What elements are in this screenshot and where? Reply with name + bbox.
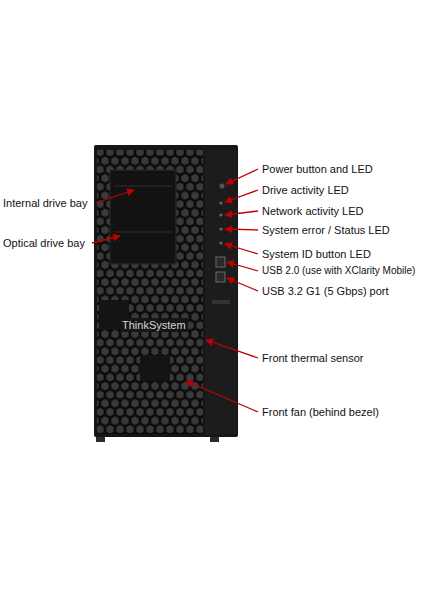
front-grille [97, 150, 203, 434]
callout-label: Network activity LED [262, 204, 363, 218]
power-button [220, 184, 225, 189]
usb-port [216, 257, 225, 267]
callout-label: Power button and LED [262, 162, 373, 176]
leader-line [227, 262, 258, 271]
foot [210, 437, 219, 442]
model-badge [212, 300, 230, 304]
leader-line [225, 211, 258, 215]
status-led [219, 227, 222, 230]
leader-line [96, 190, 134, 203]
optical-bay-seam [114, 232, 172, 233]
callout-label: Front thermal sensor [262, 351, 363, 365]
callout-label: System ID button LED [262, 247, 371, 261]
callout-label: Internal drive bay [3, 196, 87, 210]
grille-blank [140, 355, 170, 381]
callout-label: Front fan (behind bezel) [262, 405, 379, 419]
callout-label: USB 3.2 G1 (5 Gbps) port [262, 284, 389, 298]
network-led [219, 213, 222, 216]
drive-bay-seam [114, 186, 172, 187]
callout-label: Optical drive bay [3, 236, 85, 250]
foot [96, 437, 105, 442]
tower-chassis [94, 145, 238, 437]
leader-line [225, 229, 258, 230]
leader-lines [92, 169, 258, 412]
callout-label: Drive activity LED [262, 183, 349, 197]
leader-line [92, 236, 120, 243]
drive-bay-panel [110, 170, 176, 264]
leader-line [226, 169, 258, 184]
callout-label: USB 2.0 (use with XClarity Mobile) [262, 264, 415, 278]
brand-name: ThinkSystem [120, 318, 188, 332]
usb-port [216, 272, 225, 282]
callout-label: System error / Status LED [262, 223, 390, 237]
drive-led [219, 201, 222, 204]
leader-line [225, 244, 258, 254]
id-led [219, 241, 222, 244]
leader-line [225, 190, 258, 202]
leader-line [227, 278, 258, 291]
leader-line [206, 340, 258, 358]
leader-line [186, 381, 258, 412]
